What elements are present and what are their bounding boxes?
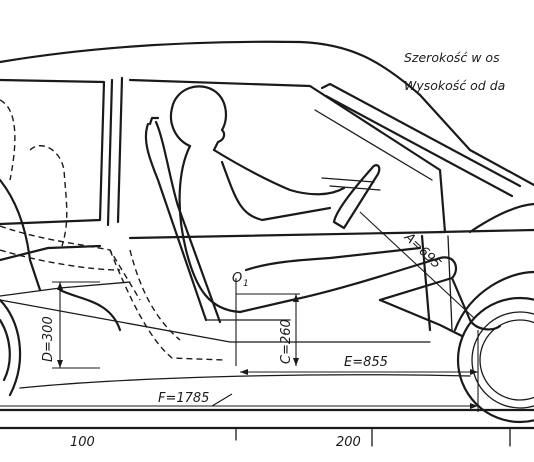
dimension-f [0,393,478,409]
scale-bar [0,426,534,447]
note-height: Wysokość od da [404,78,505,93]
driver-figure [169,85,502,338]
dimension-d [52,281,100,369]
dimension-e [240,330,479,412]
origin-o1: O 1 [232,271,249,289]
front-wheel [453,270,534,424]
floor-lines [0,281,431,343]
dimension-c [235,278,300,366]
scale-tick-200: 200 [336,435,361,450]
origin-o1-label: O [232,271,242,286]
rear-wheel [0,298,22,397]
dim-d-label: D=300 [41,316,56,362]
dim-c-label: C=260 [279,319,294,364]
driver-seat [144,116,291,324]
dim-e-label: E=855 [344,355,388,370]
dimension-a [359,211,475,319]
steering-wheel [321,164,381,230]
origin-o1-subscript: 1 [243,279,249,289]
note-width: Szerokość w os [404,50,500,65]
scale-tick-100: 100 [70,435,95,450]
dim-f-label: F=1785 [158,391,209,406]
car-body-outline [0,40,534,412]
